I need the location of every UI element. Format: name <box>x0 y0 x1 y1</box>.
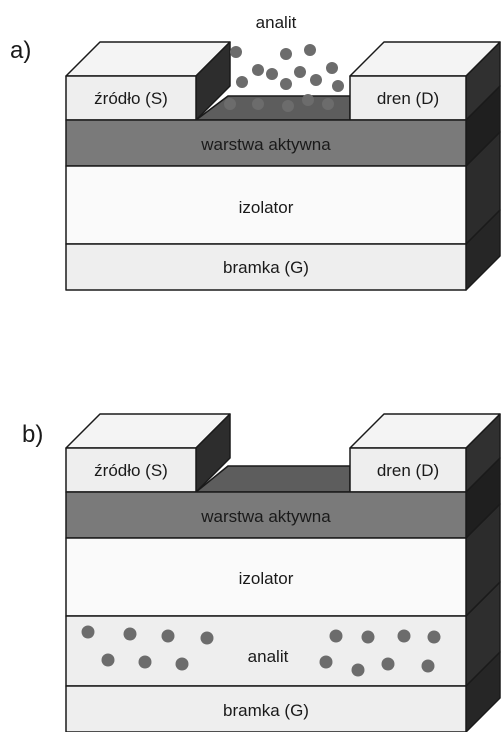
drain-electrode-b <box>349 447 467 493</box>
drain-label: dren (D) <box>377 89 439 108</box>
panel-b: b) źródło (S) dren (D) warstwa aktywna i… <box>22 413 501 732</box>
insulator-layer-b <box>65 537 467 617</box>
analyte-particle <box>236 76 248 88</box>
panel-b-letter: b) <box>22 421 43 448</box>
analyte-particle <box>319 655 333 669</box>
panel-a-letter: a) <box>10 37 31 64</box>
active-layer <box>65 119 467 167</box>
analyte-particle <box>175 657 189 671</box>
analyte-particles <box>224 44 344 112</box>
analyte-particle <box>123 627 137 641</box>
analyte-layer <box>65 615 467 687</box>
analyte-label-b: analit <box>248 647 289 666</box>
gate-label: bramka (G) <box>223 258 309 277</box>
drain-label-b: dren (D) <box>377 461 439 480</box>
insulator-layer <box>65 165 467 245</box>
insulator-label-b: izolator <box>239 569 294 588</box>
analyte-particle <box>381 657 395 671</box>
analyte-label: analit <box>256 13 297 32</box>
analyte-particle <box>252 64 264 76</box>
analyte-particle <box>421 659 435 673</box>
source-label: źródło (S) <box>94 89 168 108</box>
source-label-b: źródło (S) <box>94 461 168 480</box>
analyte-particle <box>351 663 365 677</box>
analyte-particle <box>200 631 214 645</box>
analyte-particle <box>302 94 314 106</box>
analyte-particle <box>280 48 292 60</box>
source-electrode-b <box>65 447 197 493</box>
analyte-particle <box>280 78 292 90</box>
analyte-particle <box>282 100 294 112</box>
drain-electrode <box>349 75 467 121</box>
active-layer-label: warstwa aktywna <box>200 135 331 154</box>
analyte-particle <box>224 98 236 110</box>
analyte-particle <box>397 629 411 643</box>
analyte-particle <box>332 80 344 92</box>
gate-layer-b <box>65 685 467 732</box>
insulator-label: izolator <box>239 198 294 217</box>
analyte-particle <box>361 630 375 644</box>
analyte-particle <box>322 98 334 110</box>
analyte-particle <box>161 629 175 643</box>
analyte-particle <box>101 653 115 667</box>
analyte-particle <box>329 629 343 643</box>
active-layer-b <box>65 491 467 539</box>
gate-layer <box>65 243 467 291</box>
analyte-particle <box>326 62 338 74</box>
gate-label-b: bramka (G) <box>223 701 309 720</box>
analyte-particle <box>427 630 441 644</box>
analyte-particle <box>310 74 322 86</box>
analyte-particle <box>252 98 264 110</box>
active-layer-label-b: warstwa aktywna <box>200 507 331 526</box>
analyte-particle <box>294 66 306 78</box>
analyte-particles-b <box>81 625 441 677</box>
panel-a: a) źródło (S) dren (D) warstwa aktywna i… <box>10 13 501 291</box>
analyte-particle <box>230 46 242 58</box>
analyte-particle <box>304 44 316 56</box>
analyte-particle <box>266 68 278 80</box>
analyte-particle <box>138 655 152 669</box>
analyte-particle <box>81 625 95 639</box>
